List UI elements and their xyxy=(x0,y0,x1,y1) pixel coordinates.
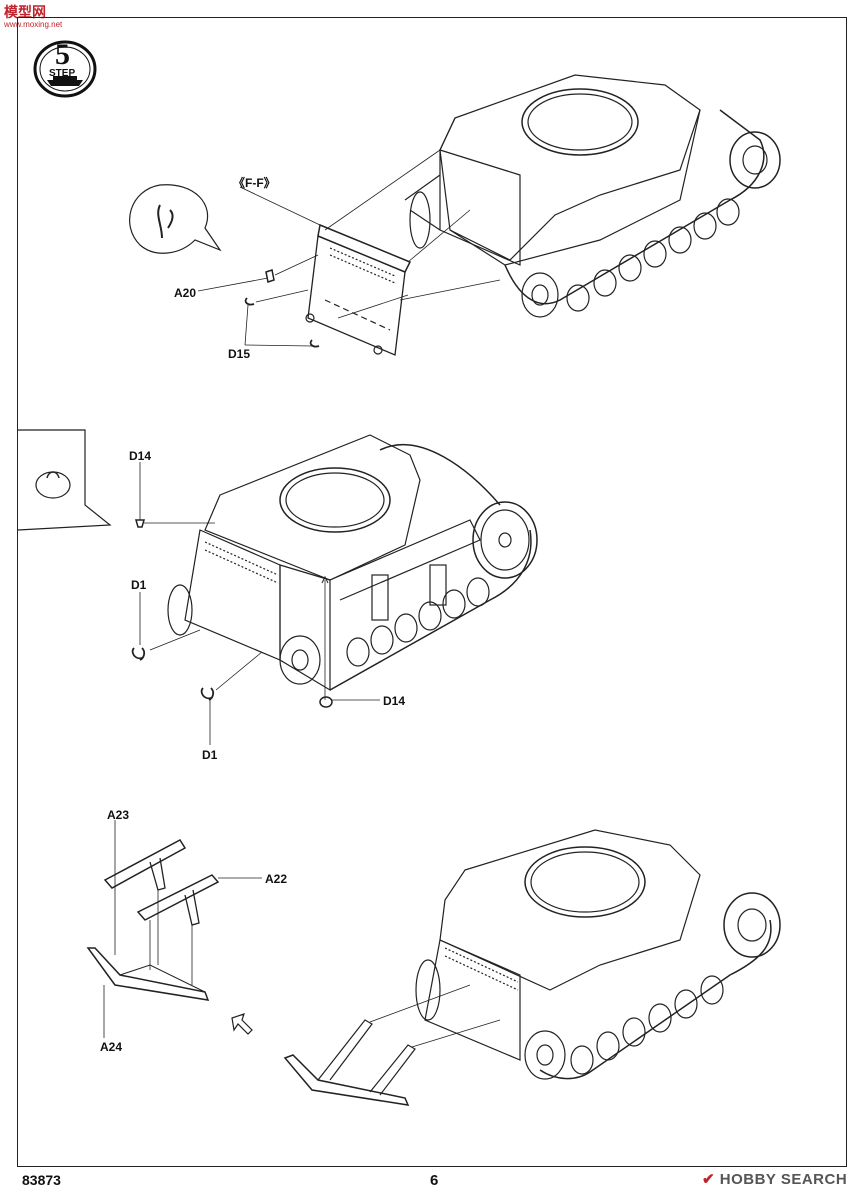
step-badge-graphic xyxy=(33,40,97,98)
part-label-d15: D15 xyxy=(228,347,251,361)
idler-wheel-2 xyxy=(472,501,538,579)
drive-sprocket-2 xyxy=(279,635,321,685)
section-label-ff: 《F-F》 xyxy=(233,176,276,190)
turret-ring-2 xyxy=(279,467,391,533)
watermark-logo: 模型网 www.moxing.net xyxy=(4,2,62,29)
hull-top xyxy=(439,74,701,261)
drive-sprocket-3 xyxy=(524,1030,566,1080)
drive-sprocket xyxy=(521,272,559,318)
callout-tab xyxy=(17,429,112,531)
left-sprocket xyxy=(409,191,431,249)
idler-wheel-3 xyxy=(723,892,781,958)
watermark-url: www.moxing.net xyxy=(4,20,63,29)
part-label-a23: A23 xyxy=(107,808,130,822)
part-label-a20: A20 xyxy=(174,286,197,300)
watermark-main: 模型网 xyxy=(4,4,46,20)
part-label-a24: A24 xyxy=(100,1040,123,1054)
page-number: 6 xyxy=(430,1172,439,1189)
brand-watermark: ✔ HOBBY SEARCH xyxy=(702,1170,847,1188)
part-label-d1-bottom: D1 xyxy=(202,748,218,762)
idler-wheel xyxy=(729,131,781,189)
rear-plate-3 xyxy=(424,939,521,1061)
callout-bubble xyxy=(129,184,222,254)
part-a24 xyxy=(86,947,210,1001)
direction-arrow xyxy=(231,1013,253,1035)
part-label-d1-left: D1 xyxy=(131,578,147,592)
turret-ring-3 xyxy=(524,846,646,918)
part-label-d14-bottom: D14 xyxy=(383,694,406,708)
part-label-a22: A22 xyxy=(265,872,288,886)
track-upper xyxy=(504,109,765,305)
part-a22 xyxy=(136,874,220,921)
hull-top-2 xyxy=(204,434,421,581)
rear-plate xyxy=(439,149,521,266)
rear-panel xyxy=(307,235,406,356)
step-label: STEP xyxy=(49,68,76,79)
step-number: 5 xyxy=(55,38,70,71)
page-frame xyxy=(17,17,847,1167)
kit-number: 83873 xyxy=(22,1172,61,1188)
brand-text: HOBBY SEARCH xyxy=(719,1171,848,1188)
brand-icon: ✔ xyxy=(702,1171,720,1188)
part-a23 xyxy=(103,839,187,889)
turret-ring xyxy=(521,88,639,156)
step-badge: 5 STEP xyxy=(33,38,97,98)
hull-top-3 xyxy=(439,829,701,991)
assembled-bumper xyxy=(283,1054,410,1106)
part-label-d14-top: D14 xyxy=(129,449,152,463)
